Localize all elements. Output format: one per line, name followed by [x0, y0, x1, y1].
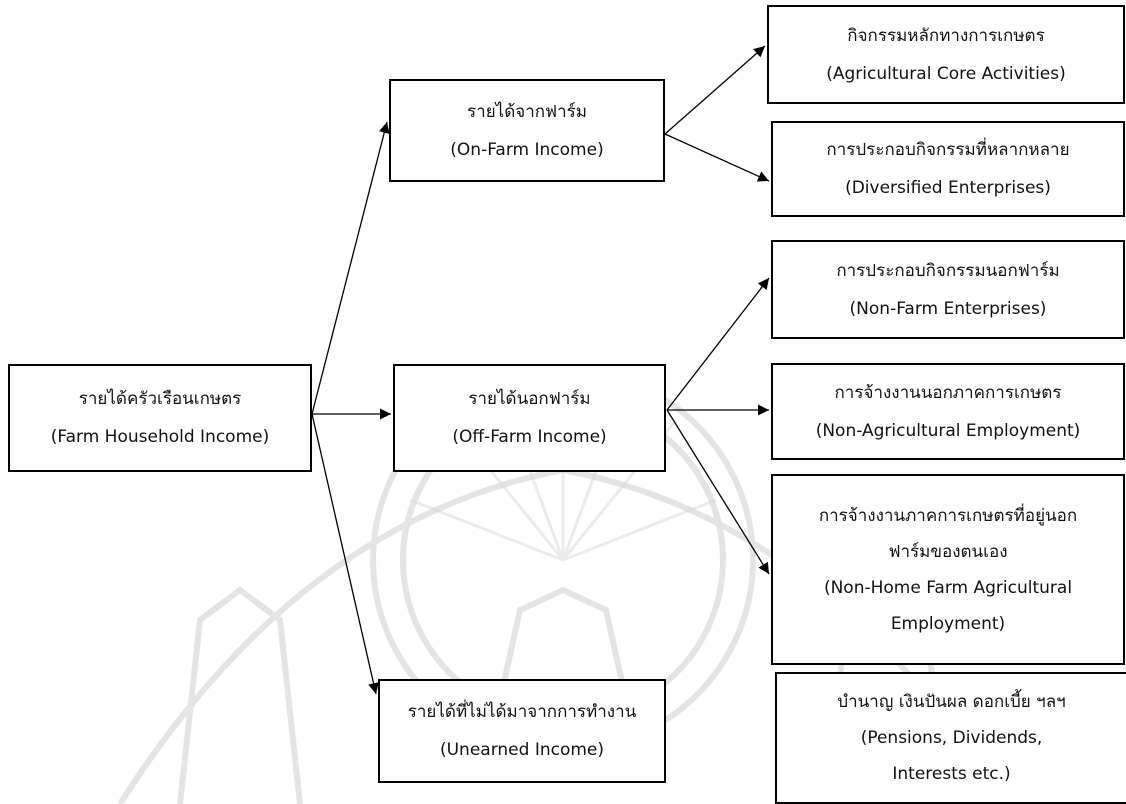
node-label-en: (Farm Household Income) [50, 427, 270, 447]
arrow-root-to-on-farm [311, 121, 390, 415]
node-label-en: (Off-Farm Income) [452, 427, 607, 447]
node-label-en: (Non-Farm Enterprises) [849, 298, 1047, 319]
node-label-en-1: (Pensions, Dividends, [860, 728, 1043, 748]
node-label-th: รายได้ที่ไม่ได้มาจากการทำงาน [407, 702, 637, 722]
node-non-farm-enterprises: การประกอบกิจกรรมนอกฟาร์ม (Non-Farm Enter… [771, 240, 1125, 339]
node-label-en-2: Interests etc.) [892, 764, 1011, 784]
node-label-th: บำนาญ เงินปันผล ดอกเบี้ย ฯลฯ [837, 692, 1066, 712]
node-label-th-2: ฟาร์มของตนเอง [888, 541, 1008, 562]
node-on-farm-income: รายได้จากฟาร์ม (On-Farm Income) [389, 79, 665, 182]
node-label-en: (Diversified Enterprises) [845, 178, 1051, 198]
node-label-en-1: (Non-Home Farm Agricultural [823, 577, 1073, 598]
arrow-root-to-unearned [311, 413, 379, 695]
node-label-th: การจ้างงานนอกภาคการเกษตร [834, 382, 1062, 403]
node-label-en: (Non-Agricultural Employment) [815, 420, 1081, 441]
arrow-off-farm-to-non-farm-ent [666, 277, 770, 411]
arrow-off-farm-to-non-home-farm [666, 409, 770, 575]
node-pensions-dividends-interests: บำนาญ เงินปันผล ดอกเบี้ย ฯลฯ (Pensions, … [775, 672, 1126, 804]
node-label-th: รายได้ครัวเรือนเกษตร [78, 389, 242, 409]
node-agricultural-core-activities: กิจกรรมหลักทางการเกษตร (Agricultural Cor… [767, 5, 1125, 104]
node-label-en: (Agricultural Core Activities) [826, 63, 1066, 84]
node-label-th: รายได้นอกฟาร์ม [468, 389, 591, 409]
node-label-th: กิจกรรมหลักทางการเกษตร [847, 25, 1045, 46]
node-label-en: (Unearned Income) [439, 740, 605, 760]
arrow-on-farm-to-core [664, 45, 766, 135]
node-label-th: การประกอบกิจกรรมนอกฟาร์ม [836, 260, 1060, 281]
node-label-en-2: Employment) [890, 613, 1006, 634]
node-label-th: รายได้จากฟาร์ม [467, 101, 587, 122]
node-label-en: (On-Farm Income) [450, 139, 604, 160]
node-off-farm-income: รายได้นอกฟาร์ม (Off-Farm Income) [393, 364, 666, 472]
node-farm-household-income: รายได้ครัวเรือนเกษตร (Farm Household Inc… [8, 364, 312, 472]
node-label-th-1: การจ้างงานภาคการเกษตรที่อยู่นอก [818, 505, 1078, 526]
node-non-home-farm-agricultural-employment: การจ้างงานภาคการเกษตรที่อยู่นอก ฟาร์มของ… [771, 474, 1125, 665]
node-unearned-income: รายได้ที่ไม่ได้มาจากการทำงาน (Unearned I… [378, 679, 666, 783]
node-diversified-enterprises: การประกอบกิจกรรมที่หลากหลาย (Diversified… [771, 121, 1125, 217]
arrow-on-farm-to-diversified [664, 133, 770, 182]
node-non-agricultural-employment: การจ้างงานนอกภาคการเกษตร (Non-Agricultur… [771, 363, 1125, 460]
node-label-th: การประกอบกิจกรรมที่หลากหลาย [826, 140, 1070, 160]
